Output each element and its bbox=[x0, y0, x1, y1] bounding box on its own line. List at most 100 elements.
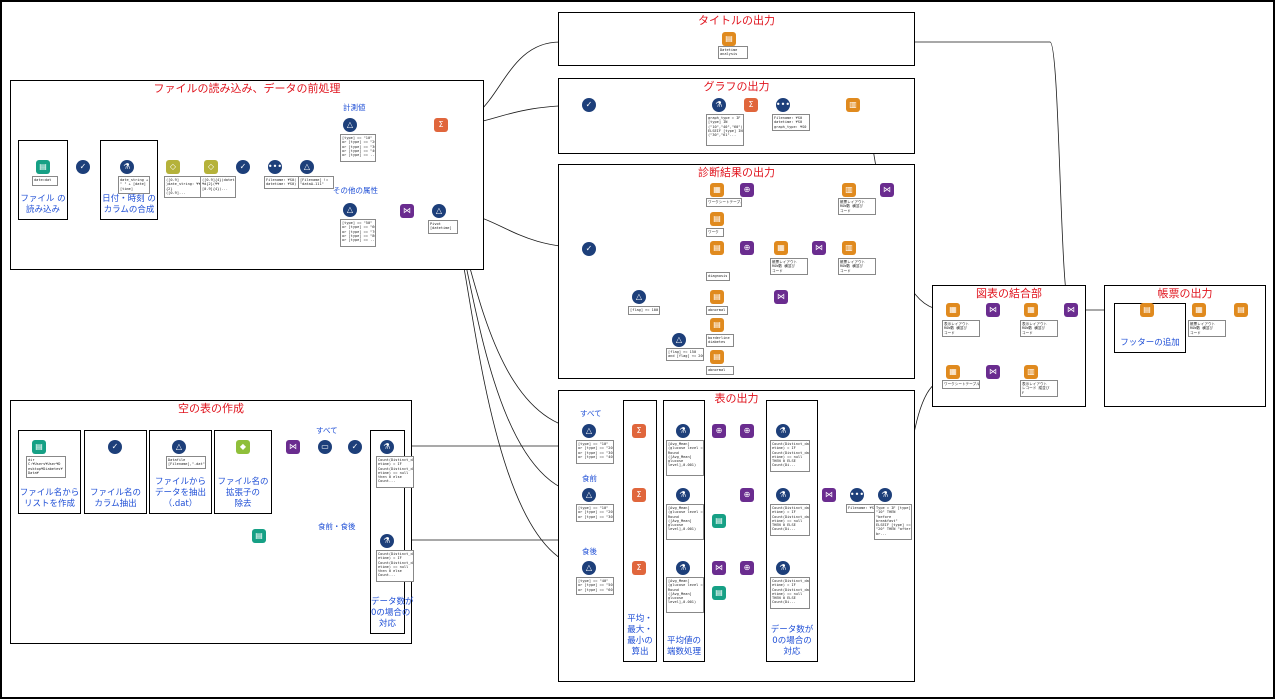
annotation: Count(Distinct_dat etime) = IF Count(Dis… bbox=[770, 504, 810, 536]
formula-icon-empty[interactable]: △ bbox=[172, 440, 186, 454]
zero-fix-before-icon[interactable]: ⚗ bbox=[776, 488, 790, 502]
summarize-before-icon[interactable]: Σ bbox=[632, 488, 646, 502]
join-all-icon-2[interactable]: ⊕ bbox=[740, 424, 754, 438]
formula-table-icon[interactable]: ⚗ bbox=[878, 488, 892, 502]
filter-after-icon[interactable]: △ bbox=[582, 561, 596, 575]
filter-icon-diag-2[interactable]: △ bbox=[672, 333, 686, 347]
dynamic-rename-icon[interactable]: ••• bbox=[268, 160, 282, 174]
formula-icon-graph[interactable]: ⚗ bbox=[712, 98, 726, 112]
join-icon[interactable]: ⋈ bbox=[400, 204, 414, 218]
regex-icon[interactable]: ◇ bbox=[166, 160, 180, 174]
select-icon[interactable]: ✓ bbox=[76, 160, 90, 174]
filter-other-icon[interactable]: △ bbox=[343, 203, 357, 217]
layout-combine-icon-2[interactable]: ▦ bbox=[1024, 303, 1038, 317]
summarize-all-icon[interactable]: Σ bbox=[632, 424, 646, 438]
render-icon[interactable]: ▤ bbox=[1234, 303, 1248, 317]
dynamic-input-icon[interactable]: ◆ bbox=[236, 440, 250, 454]
union-combine-icon[interactable]: ⋈ bbox=[986, 303, 1000, 317]
container-table-output[interactable]: 表の出力 bbox=[558, 390, 915, 682]
table-icon-diag-1[interactable]: ▦ bbox=[710, 183, 724, 197]
input-after-icon[interactable]: ▤ bbox=[712, 586, 726, 600]
select-icon-graph[interactable]: ✓ bbox=[582, 98, 596, 112]
select-icon-empty-2[interactable]: ✓ bbox=[348, 440, 362, 454]
annotation: [flag] >= 150 and [flag] <= 200 bbox=[666, 348, 704, 361]
container-title: 帳票の出力 bbox=[1157, 287, 1213, 300]
text-icon-diag-4[interactable]: ▤ bbox=[710, 318, 724, 332]
rename-icon-graph[interactable]: ••• bbox=[776, 98, 790, 112]
filter-measured-icon[interactable]: △ bbox=[343, 118, 357, 132]
table-combine-icon[interactable]: ▦ bbox=[946, 365, 960, 379]
summarize-icon-graph[interactable]: Σ bbox=[744, 98, 758, 112]
round-before-icon[interactable]: ⚗ bbox=[676, 488, 690, 502]
input-before-icon[interactable]: ▤ bbox=[712, 514, 726, 528]
union-combine-icon-3[interactable]: ⋈ bbox=[986, 365, 1000, 379]
container-file-read[interactable]: ファイルの読み込み、データの前処理 bbox=[10, 80, 484, 270]
layout-icon-diag-2[interactable]: ▥ bbox=[842, 241, 856, 255]
subbox-caption: 日付・時刻 の カラムの合成 bbox=[102, 194, 156, 215]
subbox-caption: データ数が 0の場合の 対応 bbox=[371, 597, 414, 629]
table-icon-diag-2[interactable]: ▦ bbox=[774, 241, 788, 255]
union-after-icon[interactable]: ⋈ bbox=[712, 561, 726, 575]
text-icon-diag-1[interactable]: ▤ bbox=[710, 212, 724, 226]
join-before-icon[interactable]: ⊕ bbox=[740, 488, 754, 502]
select-icon-empty[interactable]: ✓ bbox=[108, 440, 122, 454]
join-icon-diag-1[interactable]: ⊕ bbox=[740, 183, 754, 197]
report-text-icon[interactable]: ▤ bbox=[722, 32, 736, 46]
union-icon-diag-2[interactable]: ⋈ bbox=[812, 241, 826, 255]
join-icon-diag-2[interactable]: ⊕ bbox=[740, 241, 754, 255]
input-data-icon[interactable]: ▤ bbox=[36, 160, 50, 174]
subbox-avg-max-min[interactable]: 平均・ 最大・ 最小の 算出 bbox=[623, 400, 657, 662]
formula-icon-zero-1[interactable]: ⚗ bbox=[380, 440, 394, 454]
zero-fix-after-icon[interactable]: ⚗ bbox=[776, 561, 790, 575]
sample-icon[interactable]: ▭ bbox=[318, 440, 332, 454]
union-combine-icon-2[interactable]: ⋈ bbox=[1064, 303, 1078, 317]
summarize-icon[interactable]: Σ bbox=[434, 118, 448, 132]
crosstab-icon[interactable]: △ bbox=[432, 204, 446, 218]
layout-combine-icon-3[interactable]: ▥ bbox=[1024, 365, 1038, 379]
layout-combine-icon-1[interactable]: ▦ bbox=[946, 303, 960, 317]
join-all-icon[interactable]: ⊕ bbox=[712, 424, 726, 438]
text-icon-diag-5[interactable]: ▤ bbox=[710, 350, 724, 364]
text-icon-diag-2[interactable]: ▤ bbox=[710, 241, 724, 255]
formula-icon[interactable]: ⚗ bbox=[120, 160, 134, 174]
directory-icon[interactable]: ▤ bbox=[32, 440, 46, 454]
union-table-icon[interactable]: ⋈ bbox=[822, 488, 836, 502]
layout-icon-diag-1[interactable]: ▥ bbox=[842, 183, 856, 197]
annotation: [type] == "10" or [type] == "20" or [typ… bbox=[340, 134, 376, 162]
chart-icon[interactable]: ▥ bbox=[846, 98, 860, 112]
formula-icon-zero-2[interactable]: ⚗ bbox=[380, 534, 394, 548]
subbox-caption: ファイル名の カラム抽出 bbox=[89, 488, 141, 509]
regex-icon-2[interactable]: ◇ bbox=[204, 160, 218, 174]
union-icon-diag[interactable]: ⋈ bbox=[880, 183, 894, 197]
annotation: 表示レイアウト ROW数 横並び コード bbox=[942, 320, 980, 337]
round-all-icon[interactable]: ⚗ bbox=[676, 424, 690, 438]
union-icon-empty[interactable]: ⋈ bbox=[286, 440, 300, 454]
subbox-file-input[interactable]: ファイル の 読み込み bbox=[18, 140, 68, 220]
input-data-icon-2[interactable]: ▤ bbox=[252, 529, 266, 543]
subbox-caption: 平均値の 端数処理 bbox=[666, 636, 701, 657]
annotation: graph_type = IF [type] IN ("10","40","60… bbox=[706, 114, 744, 146]
container-title: 空の表の作成 bbox=[178, 402, 244, 415]
layout-report-icon[interactable]: ▦ bbox=[1192, 303, 1206, 317]
join-after-icon[interactable]: ⊕ bbox=[740, 561, 754, 575]
rename-table-icon[interactable]: ••• bbox=[850, 488, 864, 502]
container-title: 表の出力 bbox=[714, 392, 759, 405]
annotation: [Avg_Mean] (glucose level = Round ([Avg_… bbox=[666, 440, 704, 476]
annotation: [Filename] != "dataA-111" bbox=[298, 176, 334, 189]
filter-icon[interactable]: △ bbox=[300, 160, 314, 174]
annotation: [flag] >= 100 bbox=[628, 306, 660, 315]
text-icon-diag-3[interactable]: ▤ bbox=[710, 290, 724, 304]
filter-all-icon[interactable]: △ bbox=[582, 424, 596, 438]
annotation: 表示レイアウト レコード 縦並び F bbox=[1020, 380, 1058, 397]
filter-icon-diag[interactable]: △ bbox=[632, 290, 646, 304]
union-icon-diag-3[interactable]: ⋈ bbox=[774, 290, 788, 304]
footer-icon[interactable]: ▤ bbox=[1140, 303, 1154, 317]
zero-fix-all-icon[interactable]: ⚗ bbox=[776, 424, 790, 438]
annotation: date_string + " " + [date] [time] bbox=[118, 176, 150, 194]
annotation: abnormal bbox=[706, 366, 734, 375]
round-after-icon[interactable]: ⚗ bbox=[676, 561, 690, 575]
summarize-after-icon[interactable]: Σ bbox=[632, 561, 646, 575]
select-icon-2[interactable]: ✓ bbox=[236, 160, 250, 174]
filter-before-icon[interactable]: △ bbox=[582, 488, 596, 502]
select-icon-diag[interactable]: ✓ bbox=[582, 242, 596, 256]
